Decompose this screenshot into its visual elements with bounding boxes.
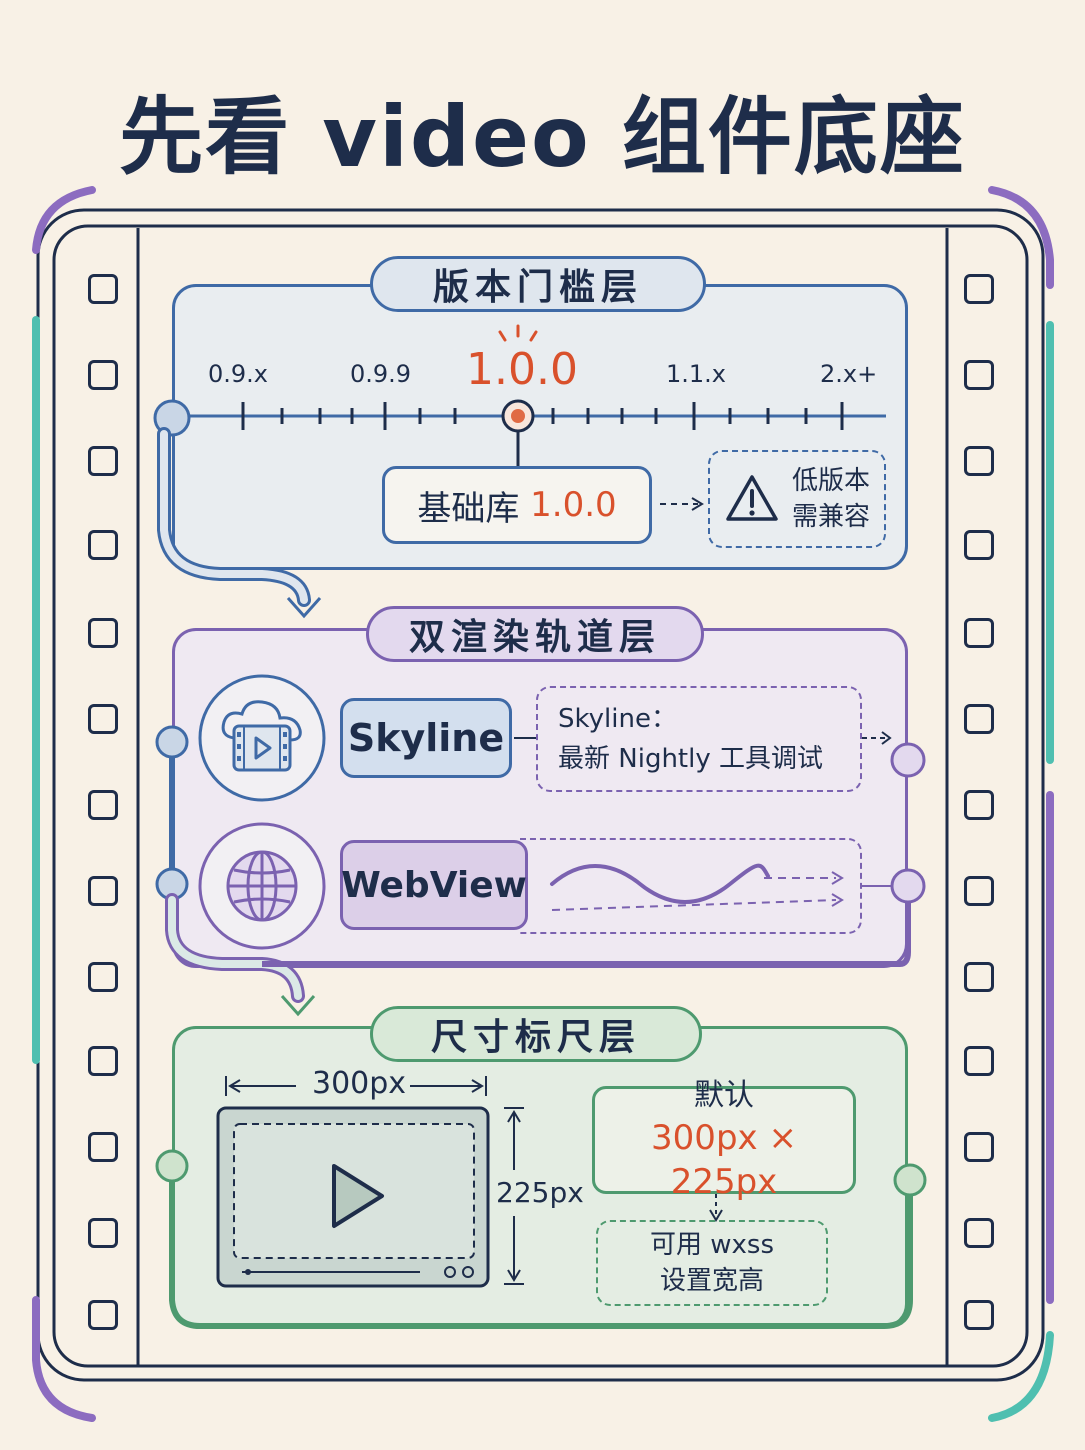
film-hole (964, 530, 994, 560)
film-hole (964, 360, 994, 390)
film-hole (964, 704, 994, 734)
wxss-line1: 可用 wxss (649, 1230, 774, 1260)
film-hole (964, 1300, 994, 1330)
size-layer-title: 尺寸标尺层 (370, 1006, 702, 1062)
film-hole (88, 618, 118, 648)
film-hole (964, 1132, 994, 1162)
film-hole (88, 446, 118, 476)
tick-0-9-9: 0.9.9 (350, 360, 412, 388)
tick-1-0-0: 1.0.0 (466, 344, 578, 395)
film-hole (88, 790, 118, 820)
base-lib-version: 1.0.0 (530, 485, 617, 525)
film-hole (88, 530, 118, 560)
skyline-note-line1: Skyline： (558, 704, 677, 734)
width-label: 300px (312, 1066, 407, 1101)
default-label: 默认 (694, 1078, 754, 1113)
tick-1-1-x: 1.1.x (666, 360, 726, 388)
film-hole (964, 1046, 994, 1076)
webview-label: WebView (340, 840, 528, 930)
film-hole (964, 274, 994, 304)
play-icon (332, 1164, 384, 1228)
film-hole (88, 962, 118, 992)
skyline-label: Skyline (340, 698, 512, 778)
tick-2-x: 2.x+ (820, 360, 878, 388)
film-hole (964, 618, 994, 648)
film-hole (964, 446, 994, 476)
globe-icon (226, 850, 298, 922)
webview-track (520, 838, 862, 934)
film-hole (88, 1218, 118, 1248)
default-size-value: 300px × 225px (651, 1118, 797, 1202)
base-lib-box: 基础库 1.0.0 (382, 466, 652, 544)
height-label: 225px (496, 1176, 584, 1209)
film-hole (88, 704, 118, 734)
render-layer-title: 双渲染轨道层 (366, 606, 704, 662)
warning-line2: 需兼容 (792, 502, 871, 532)
warning-line1: 低版本 (792, 466, 871, 496)
warning-triangle-icon (726, 475, 778, 521)
version-layer-title: 版本门槛层 (370, 256, 706, 312)
film-hole (88, 1300, 118, 1330)
cloud-video-icon (221, 700, 302, 772)
film-hole (964, 876, 994, 906)
wxss-note: 可用 wxss 设置宽高 (596, 1220, 828, 1306)
film-hole (88, 876, 118, 906)
film-hole (964, 1218, 994, 1248)
page-title: 先看 video 组件底座 (119, 88, 966, 186)
film-hole (964, 962, 994, 992)
skyline-note: Skyline： 最新 Nightly 工具调试 (536, 686, 862, 792)
default-size-box: 默认 300px × 225px (592, 1078, 856, 1202)
film-hole (88, 360, 118, 390)
warning-box: 低版本 需兼容 (708, 450, 886, 548)
film-hole (88, 274, 118, 304)
skyline-note-line2: 最新 Nightly 工具调试 (558, 744, 823, 774)
base-lib-label: 基础库 (417, 488, 520, 529)
wxss-line2: 设置宽高 (659, 1266, 764, 1296)
film-hole (964, 790, 994, 820)
film-hole (88, 1132, 118, 1162)
tick-0-9-x: 0.9.x (208, 360, 268, 388)
film-hole (88, 1046, 118, 1076)
